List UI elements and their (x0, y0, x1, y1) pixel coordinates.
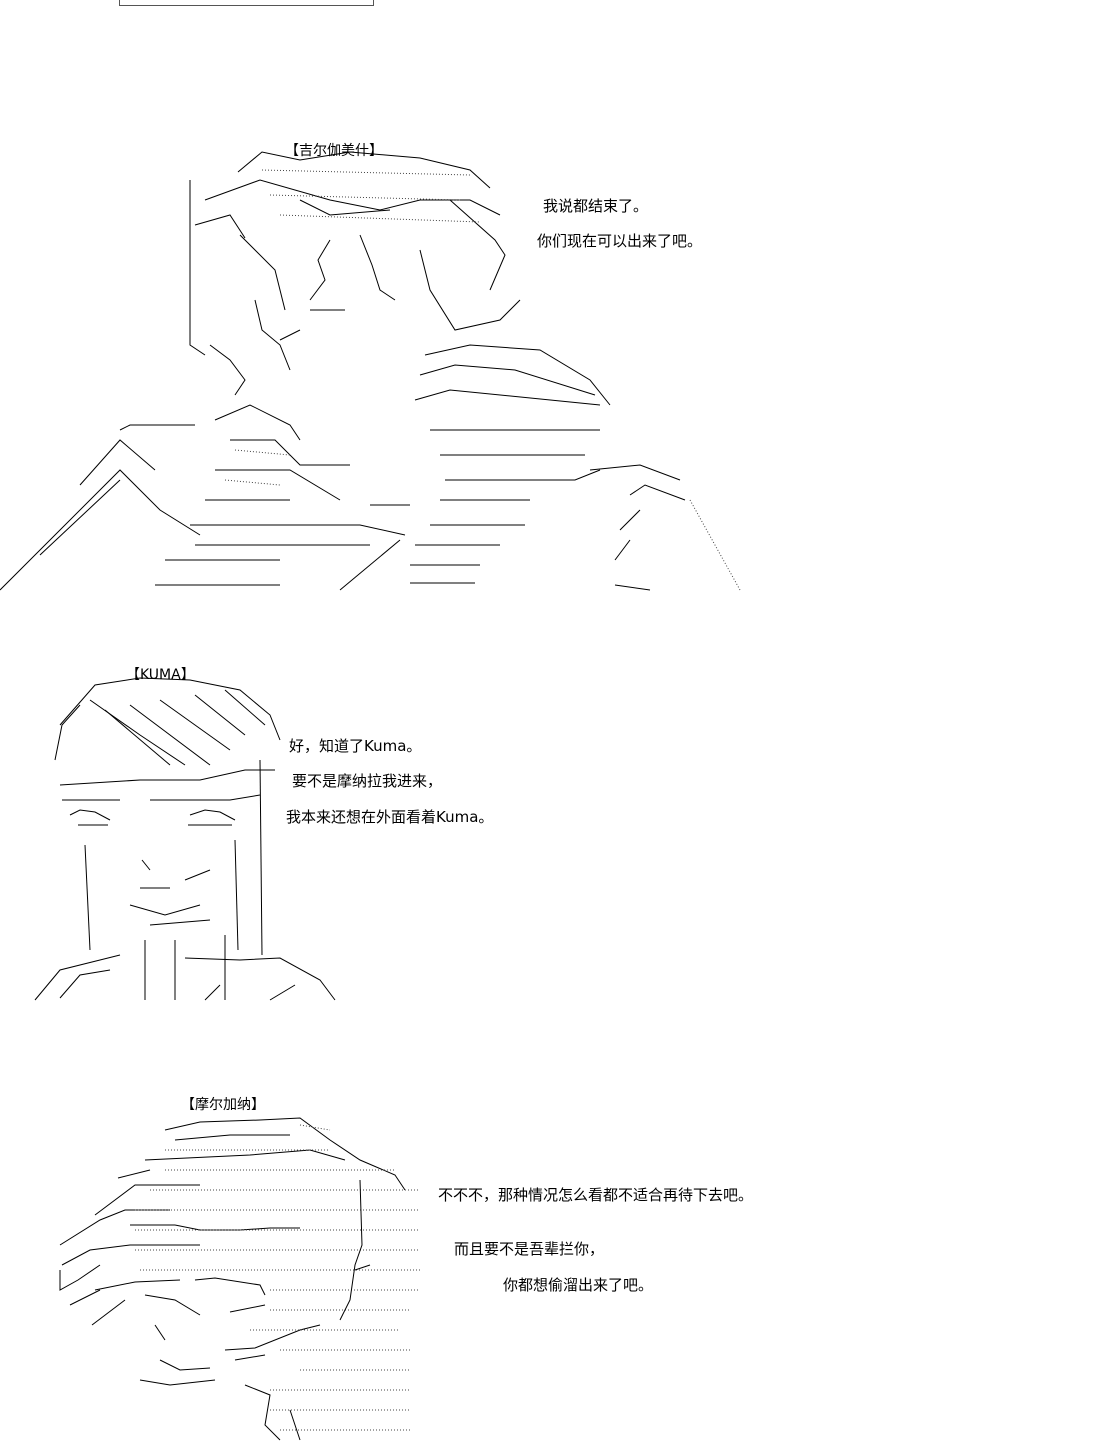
dialogue-line-morgana-1: 不不不，那种情况怎么看都不适合再待下去吧。 (438, 1186, 754, 1204)
scene-kuma: 【KUMA】 好，知道了Kuma。 要不是摩纳拉我进来， 我本来还想在外面看着K… (34, 667, 494, 1001)
ascii-art-morgana (59, 1117, 420, 1441)
speaker-tag-gilgamesh: 【吉尔伽美什】 (285, 143, 383, 159)
speaker-tag-morgana: 【摩尔加纳】 (181, 1097, 265, 1113)
speaker-tag-kuma: 【KUMA】 (126, 667, 195, 683)
dialogue-line-morgana-2: 而且要不是吾辈拦你， (454, 1240, 605, 1258)
dialogue-line-morgana-3: 你都想偷溜出来了吧。 (503, 1276, 654, 1294)
top-frame-box (119, 0, 374, 6)
dialogue-line-gilgamesh-2: 你们现在可以出来了吧。 (537, 232, 703, 250)
scene-gilgamesh: 【吉尔伽美什】 我说都结束了。 你们现在可以出来了吧。 (0, 0, 1095, 600)
dialogue-line-kuma-2: 要不是摩纳拉我进来， (292, 772, 443, 790)
ascii-art-kuma (34, 677, 336, 1001)
dialogue-line-kuma-3: 我本来还想在外面看着Kuma。 (286, 808, 494, 826)
ascii-art-gilgamesh (0, 151, 741, 591)
dialogue-line-gilgamesh-1: 我说都结束了。 (543, 197, 649, 215)
dialogue-line-kuma-1: 好，知道了Kuma。 (289, 737, 422, 755)
